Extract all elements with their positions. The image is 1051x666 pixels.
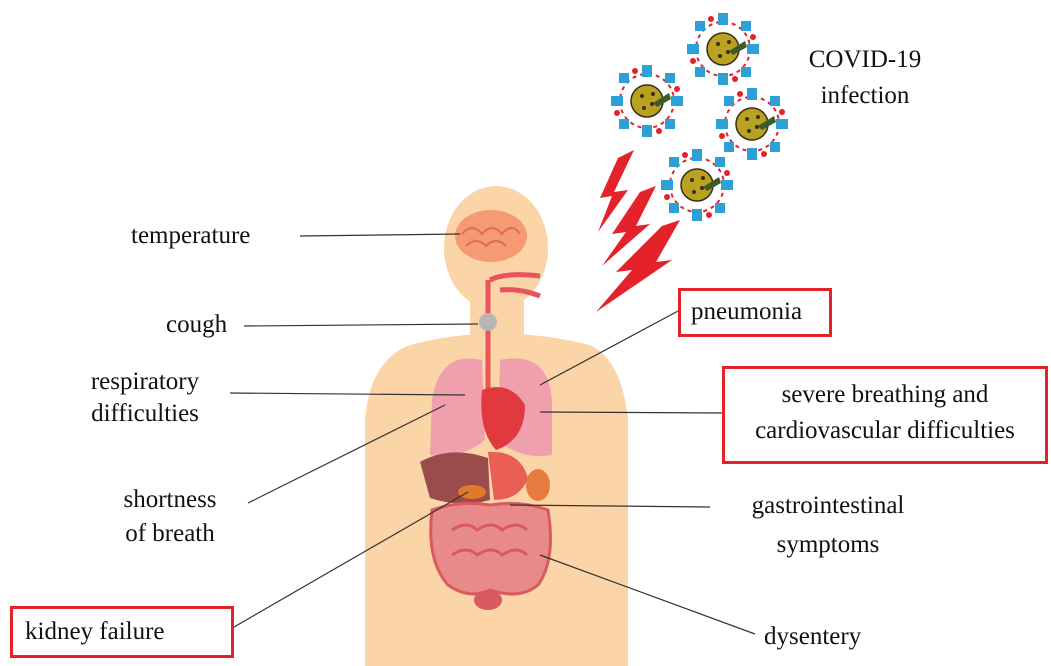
brain (455, 210, 527, 262)
pancreas (458, 485, 486, 499)
severe-box: severe breathing and cardiovascular diff… (722, 366, 1048, 464)
label-shortness-2: of breath (90, 518, 250, 550)
lightning-bolts (596, 150, 680, 312)
label-shortness-1: shortness (90, 484, 250, 516)
label-respiratory-2: difficulties (60, 398, 230, 430)
bladder (474, 590, 502, 610)
label-temperature: temperature (131, 220, 250, 252)
covid-title: COVID-19 (800, 44, 930, 76)
intestines (431, 503, 551, 594)
label-gastro-2: symptoms (718, 529, 938, 561)
larynx (479, 313, 497, 331)
label-gastro-1: gastrointestinal (718, 490, 938, 522)
kidney (526, 469, 550, 501)
label-respiratory-1: respiratory (60, 366, 230, 398)
kidney-box: kidney failure (10, 606, 234, 658)
label-severe-2: cardiovascular difficulties (725, 415, 1045, 447)
virus-particles (611, 13, 788, 221)
label-dysentery: dysentery (764, 621, 861, 653)
pneumonia-box: pneumonia (678, 288, 832, 337)
label-pneumonia: pneumonia (691, 296, 829, 328)
label-cough: cough (166, 309, 227, 341)
label-kidney: kidney failure (25, 616, 231, 648)
label-severe-1: severe breathing and (725, 379, 1045, 411)
covid-subtitle: infection (800, 80, 930, 112)
